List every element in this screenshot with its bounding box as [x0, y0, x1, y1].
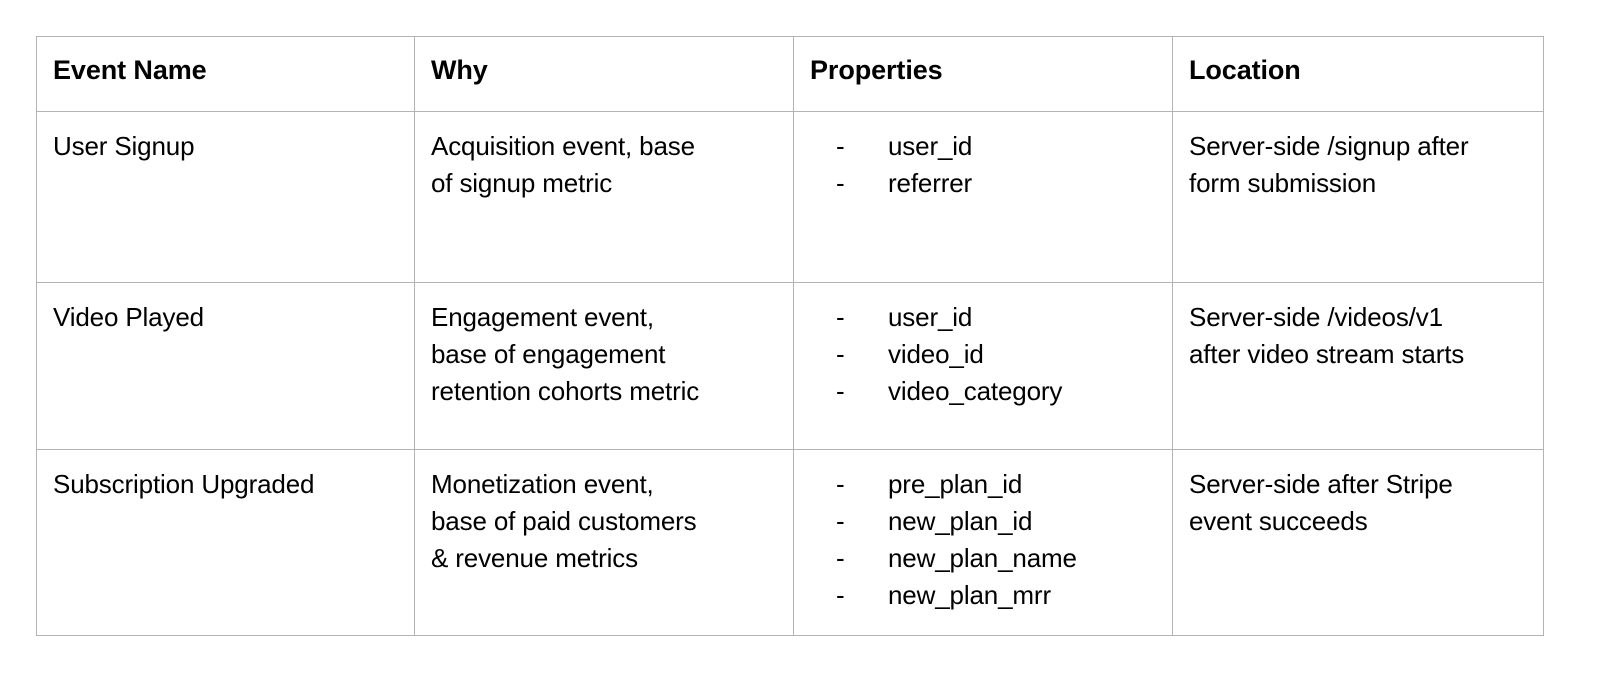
table-header-row: Event Name Why Properties Location	[36, 36, 1544, 112]
cell-why: Monetization event, base of paid custome…	[414, 449, 794, 636]
location-line: event succeeds	[1189, 505, 1368, 536]
why-line: Engagement event,	[431, 302, 654, 332]
column-header-properties-label: Properties	[810, 55, 943, 85]
why-text: Acquisition event, base of signup metric	[415, 112, 793, 212]
bullet-dash-icon: -	[836, 469, 845, 499]
why-line: retention cohorts metric	[431, 375, 700, 406]
property-name: new_plan_id	[888, 505, 1033, 536]
event-name-text: Video Played	[53, 302, 204, 332]
table-header: Event Name Why Properties Location	[36, 36, 1544, 112]
why-line: & revenue metrics	[431, 542, 638, 573]
bullet-dash-icon: -	[836, 302, 845, 332]
location-line: Server-side after Stripe	[1189, 469, 1453, 499]
cell-event-name: Video Played	[36, 282, 415, 450]
property-name: new_plan_mrr	[888, 579, 1051, 610]
property-item: - video_id	[794, 336, 1172, 373]
property-name: referrer	[888, 167, 973, 198]
cell-properties: - pre_plan_id - new_plan_id - new_plan_n…	[793, 449, 1173, 636]
property-name: pre_plan_id	[888, 469, 1023, 499]
event-tracking-plan-table: Event Name Why Properties Location User …	[36, 36, 1544, 636]
column-header-event-name-label: Event Name	[53, 55, 207, 85]
bullet-dash-icon: -	[836, 338, 845, 369]
why-line: Acquisition event, base	[431, 131, 695, 161]
event-name-text: User Signup	[53, 131, 195, 161]
why-line: base of engagement	[431, 338, 666, 369]
location-line: form submission	[1189, 167, 1377, 198]
column-header-event-name: Event Name	[36, 36, 415, 112]
property-name: user_id	[888, 302, 973, 332]
cell-event-name: Subscription Upgraded	[36, 449, 415, 636]
cell-event-name: User Signup	[36, 111, 415, 283]
cell-location: Server-side /signup after form submissio…	[1172, 111, 1544, 283]
table-row: Subscription Upgraded Monetization event…	[36, 449, 1544, 636]
properties-list: - user_id - video_id - video_category	[794, 283, 1172, 420]
column-header-location-label: Location	[1189, 55, 1301, 85]
location-text: Server-side /signup after form submissio…	[1173, 112, 1543, 212]
properties-list: - user_id - referrer	[794, 112, 1172, 212]
why-line: Monetization event,	[431, 469, 654, 499]
bullet-dash-icon: -	[836, 167, 845, 198]
table-row: User Signup Acquisition event, base of s…	[36, 111, 1544, 283]
bullet-dash-icon: -	[836, 542, 845, 573]
cell-properties: - user_id - referrer	[793, 111, 1173, 283]
property-item: - referrer	[794, 165, 1172, 202]
column-header-why: Why	[414, 36, 794, 112]
why-line: base of paid customers	[431, 505, 697, 536]
why-text: Monetization event, base of paid custome…	[415, 450, 793, 587]
location-line: after video stream starts	[1189, 338, 1465, 369]
property-item: - new_plan_mrr	[794, 577, 1172, 614]
property-item: - video_category	[794, 373, 1172, 410]
location-line: Server-side /signup after	[1189, 131, 1469, 161]
properties-list: - pre_plan_id - new_plan_id - new_plan_n…	[794, 450, 1172, 624]
column-header-location: Location	[1172, 36, 1544, 112]
location-text: Server-side after Stripe event succeeds	[1173, 450, 1543, 550]
event-name-text: Subscription Upgraded	[53, 469, 315, 499]
why-line: of signup metric	[431, 167, 613, 198]
location-text: Server-side /videos/v1 after video strea…	[1173, 283, 1543, 383]
property-item: - new_plan_id	[794, 503, 1172, 540]
cell-properties: - user_id - video_id - video_category	[793, 282, 1173, 450]
cell-why: Engagement event, base of engagement ret…	[414, 282, 794, 450]
bullet-dash-icon: -	[836, 579, 845, 610]
table-body: User Signup Acquisition event, base of s…	[36, 111, 1544, 636]
property-item: - pre_plan_id	[794, 466, 1172, 503]
cell-location: Server-side after Stripe event succeeds	[1172, 449, 1544, 636]
why-text: Engagement event, base of engagement ret…	[415, 283, 793, 420]
property-name: user_id	[888, 131, 973, 161]
table-row: Video Played Engagement event, base of e…	[36, 282, 1544, 450]
location-line: Server-side /videos/v1	[1189, 302, 1443, 332]
cell-why: Acquisition event, base of signup metric	[414, 111, 794, 283]
property-item: - user_id	[794, 128, 1172, 165]
property-name: new_plan_name	[888, 542, 1077, 573]
property-item: - new_plan_name	[794, 540, 1172, 577]
column-header-why-label: Why	[431, 55, 488, 85]
property-name: video_id	[888, 338, 984, 369]
column-header-properties: Properties	[793, 36, 1173, 112]
bullet-dash-icon: -	[836, 375, 845, 406]
property-item: - user_id	[794, 299, 1172, 336]
cell-location: Server-side /videos/v1 after video strea…	[1172, 282, 1544, 450]
property-name: video_category	[888, 375, 1063, 406]
bullet-dash-icon: -	[836, 131, 845, 161]
bullet-dash-icon: -	[836, 505, 845, 536]
